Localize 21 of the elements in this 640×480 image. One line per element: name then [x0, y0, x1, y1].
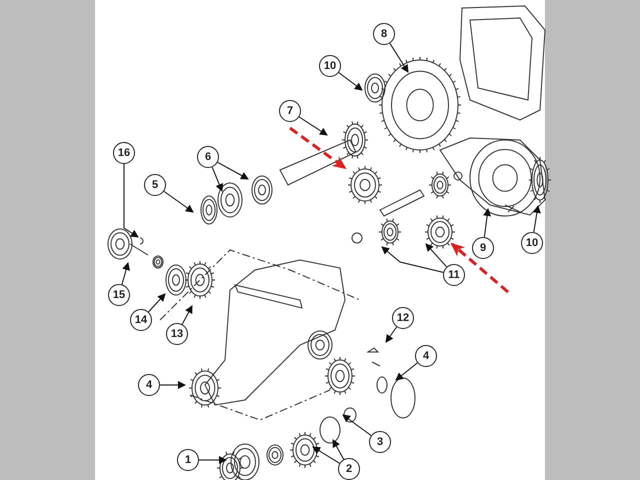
- leader-line: [395, 362, 418, 381]
- leader-line: [483, 208, 492, 238]
- leader-line: [381, 246, 444, 273]
- leader-line: [389, 42, 409, 73]
- leader-line: [425, 243, 448, 268]
- leader-line: [338, 72, 363, 91]
- leader-line: [532, 205, 541, 233]
- leader-line: [124, 164, 139, 238]
- leader-line: [122, 262, 130, 285]
- leader-line: [298, 116, 328, 136]
- leader-line: [182, 305, 192, 325]
- leader-line: [212, 166, 224, 192]
- leader-line: [160, 381, 186, 389]
- leader-line: [342, 414, 372, 436]
- leader-line: [217, 162, 249, 180]
- leader-line: [198, 456, 227, 464]
- leader-line: [332, 439, 344, 460]
- leader-line: [312, 446, 340, 464]
- leader-line: [148, 293, 166, 312]
- leader-line: [385, 326, 398, 343]
- leader-line: [164, 190, 194, 213]
